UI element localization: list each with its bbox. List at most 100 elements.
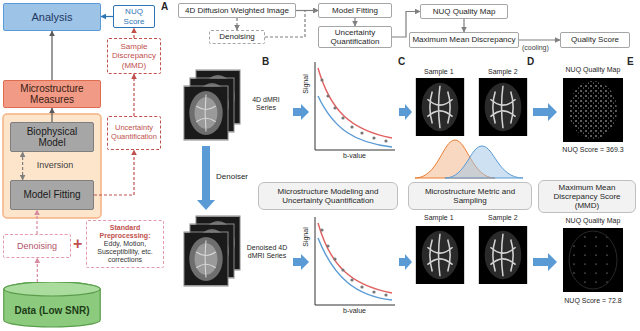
box-title: Model Fitting — [332, 6, 378, 15]
box-title: 4D Diffusion Weighted Image — [185, 6, 289, 15]
flow-box: Model Fitting — [318, 3, 392, 18]
block-arrow — [533, 253, 557, 271]
connector — [519, 39, 560, 40]
step-label: Inversion — [30, 160, 80, 170]
axis-label: b-value — [343, 152, 366, 160]
distribution-curve — [415, 140, 523, 178]
box-body: Eddy, Motion, Susceptibility, etc. corre… — [89, 240, 161, 264]
flow-box: 4D Diffusion Weighted Image — [178, 3, 296, 18]
signal-plot — [326, 94, 329, 97]
connector — [133, 74, 134, 116]
quality-map — [563, 78, 623, 142]
flow-box: Uncertainty Quantification — [318, 26, 392, 48]
dwi-stack — [184, 70, 240, 140]
box-title: Maximum Mean Discrepancy — [412, 35, 515, 44]
signal-plot — [315, 62, 395, 150]
axis-label: Signal — [302, 74, 310, 93]
dwi-stack — [184, 87, 228, 140]
signal-plot — [315, 217, 395, 305]
signal-plot — [318, 238, 392, 300]
connector — [51, 31, 52, 80]
box-title: Data (Low SNR) — [15, 305, 90, 317]
signal-plot — [318, 68, 392, 138]
sample-map — [479, 226, 527, 284]
plus-sign: + — [73, 235, 82, 253]
stage-label-box: Maximum Mean Discrepancy Score (MMD) — [538, 180, 636, 213]
connector — [22, 152, 23, 180]
signal-plot — [341, 116, 344, 119]
data-cylinder: Data (Low SNR) — [3, 282, 101, 328]
image-label: Sample 2 — [488, 214, 518, 222]
signal-plot — [326, 244, 329, 247]
signal-plot — [320, 228, 323, 231]
signal-plot — [350, 278, 353, 281]
box-title: Quality Score — [571, 35, 619, 44]
connector — [36, 210, 37, 234]
image-label: 4D dMRI Series — [243, 96, 289, 112]
distribution-curve — [445, 146, 523, 178]
box-title: Biophysical Model — [13, 126, 91, 149]
box-title: NUQ Quality Map — [433, 7, 496, 16]
process-box: Microstructure Measures — [3, 80, 101, 108]
image-label: Sample 1 — [424, 68, 454, 76]
axis-label: b-value — [343, 307, 366, 315]
quality-map — [569, 231, 617, 289]
box-title: Uncertainty Quantification — [321, 28, 389, 46]
box-title: Microstructure Modeling and Uncertainty … — [261, 187, 395, 205]
box-title: Maximum Mean Discrepancy Score (MMD) — [541, 183, 633, 211]
sample-map — [416, 78, 527, 284]
signal-plot — [318, 223, 392, 293]
connector — [94, 150, 134, 195]
dwi-stack — [184, 86, 228, 140]
box-title: Analysis — [32, 11, 73, 24]
signal-plot — [360, 131, 363, 134]
sample-map — [479, 78, 527, 136]
flow-box: Maximum Mean Discrepancy — [409, 32, 519, 48]
box-title: Model Fitting — [23, 189, 80, 201]
score-box: NUQ Score — [113, 5, 155, 28]
panel-letter: A — [161, 1, 168, 13]
signal-plot — [320, 228, 387, 296]
connectors — [23, 11, 560, 283]
image-label: Denoised 4D dMRI Series — [242, 244, 292, 260]
signal-plot — [315, 62, 395, 150]
metric-box: Uncertainty Quantification — [107, 116, 161, 150]
signal-plot — [384, 293, 387, 296]
sample-map — [416, 78, 464, 136]
signal-plot — [360, 285, 363, 288]
metric-box: Sample Discrepancy (MMD) — [107, 38, 161, 74]
note-box: Standard Preprocessing:Eddy, Motion, Sus… — [86, 220, 164, 268]
panel-letter: B — [262, 56, 269, 68]
connector — [37, 258, 38, 282]
pipeline-panel — [3, 114, 101, 218]
block-arrow — [399, 254, 412, 270]
signal-plot — [320, 78, 387, 142]
connector — [354, 18, 355, 26]
denoised-stack — [184, 233, 228, 286]
signal-plot — [315, 217, 395, 305]
signal-plot — [333, 106, 336, 109]
stage-label-box: Microstructure Modeling and Uncertainty … — [258, 182, 398, 210]
block-arrow — [399, 104, 412, 120]
box-title: NUQ Score — [116, 7, 152, 25]
box-title: Sample Discrepancy (MMD) — [110, 42, 158, 70]
signal-plot — [384, 139, 387, 142]
box-title: Uncertainty Quantification — [110, 124, 158, 141]
image-label: NUQ Quality Map — [553, 66, 633, 74]
connector — [463, 19, 464, 32]
box-title: Standard Preprocessing: — [89, 224, 161, 240]
signal-plot — [350, 125, 353, 128]
block-arrow — [293, 104, 309, 120]
block-arrow — [293, 254, 309, 270]
image-label: NUQ Quality Map — [553, 217, 633, 225]
signal-plot — [320, 78, 323, 81]
signal-plot — [341, 268, 344, 271]
flow-box: NUQ Quality Map — [420, 4, 508, 19]
box-title: Microstructure Measures — [6, 83, 98, 106]
optional-step-box: Denoising — [3, 234, 71, 258]
sample-map — [416, 226, 464, 284]
box-title: Denoising — [219, 32, 255, 41]
box-title: Denoising — [17, 241, 57, 251]
axis-label: Signal — [302, 227, 310, 246]
quality-map — [569, 81, 617, 139]
